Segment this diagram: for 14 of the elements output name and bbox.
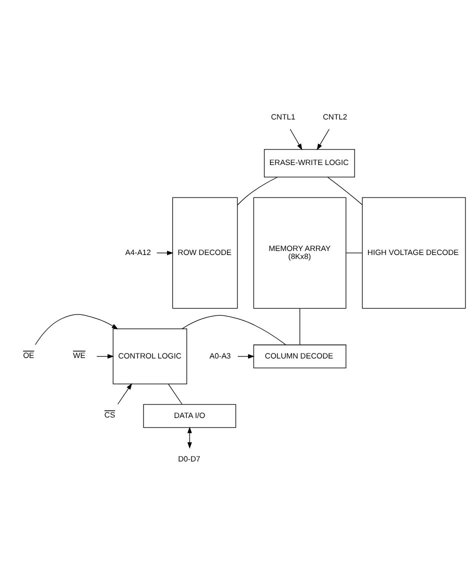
arrow: [316, 128, 330, 150]
connector: [181, 314, 286, 346]
arrow: [289, 128, 302, 150]
arrow: [186, 426, 192, 449]
arrow: [156, 250, 173, 256]
arrow: [116, 383, 132, 405]
arrow: [34, 314, 118, 346]
arrow: [236, 354, 254, 359]
arrow: [96, 354, 114, 359]
connector: [236, 176, 278, 206]
connector: [299, 308, 300, 346]
connector: [345, 252, 362, 254]
connector: [326, 176, 362, 206]
connector: [167, 384, 182, 405]
